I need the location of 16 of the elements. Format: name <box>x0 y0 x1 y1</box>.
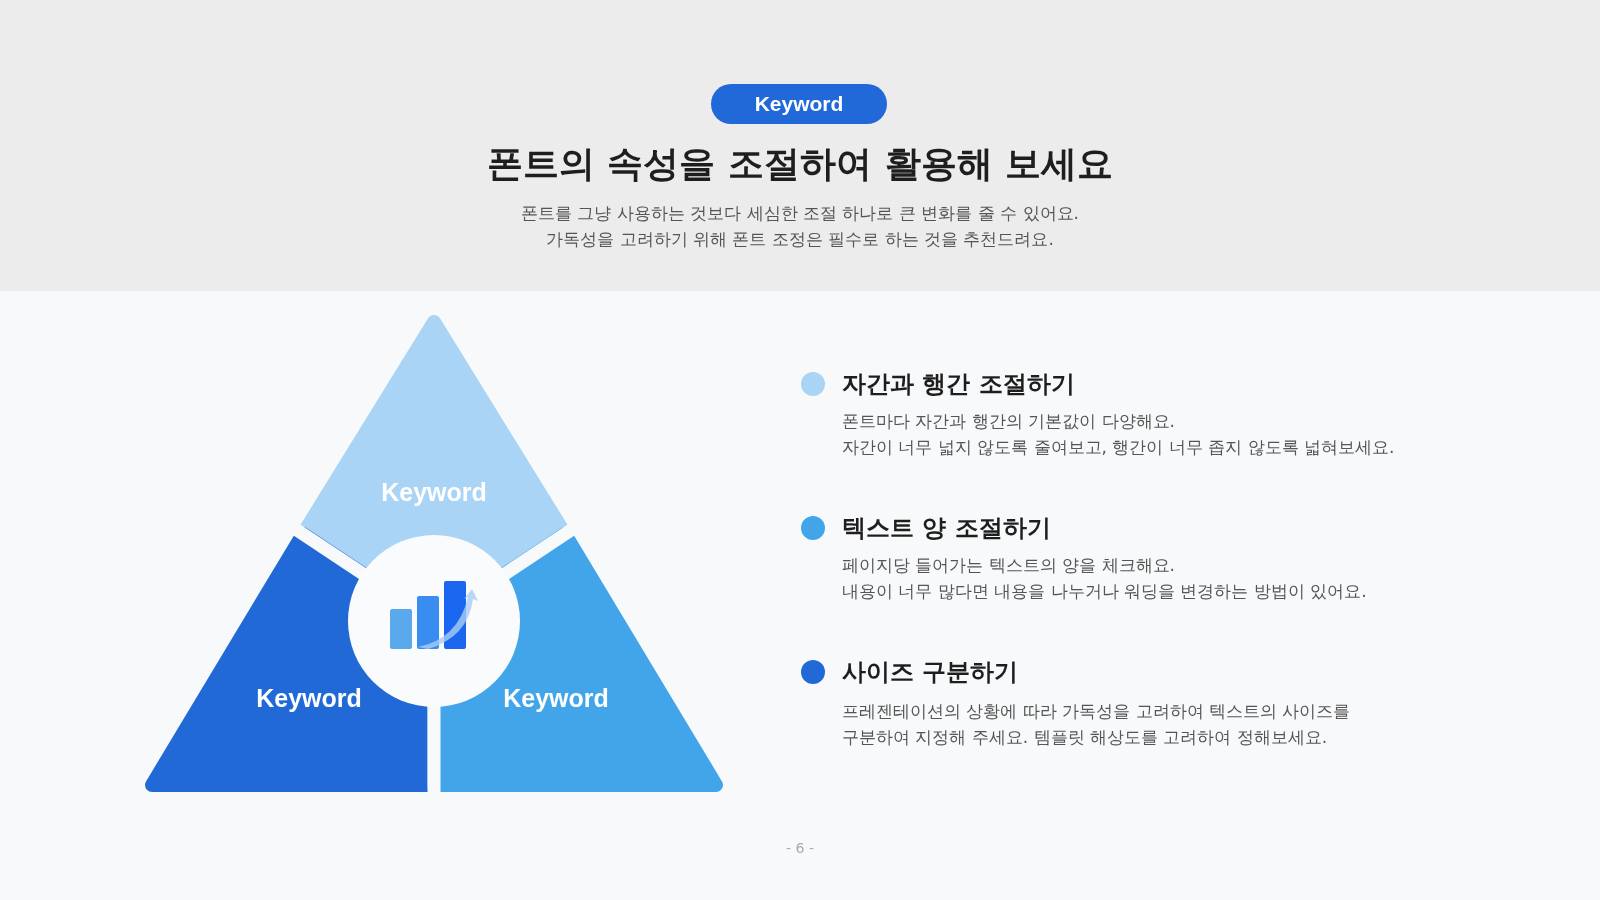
title: 폰트의 속성을 조절하여 활용해 보세요 <box>485 142 1115 186</box>
segment-label: Keyword <box>502 684 610 713</box>
item-heading: 텍스트 양 조절하기 <box>842 513 1051 544</box>
segment-label: Keyword <box>380 478 488 507</box>
subtitle-line: 폰트를 그냥 사용하는 것보다 세심한 조절 하나로 큰 변화를 줄 수 있어요. <box>520 202 1080 225</box>
item-description: 자간이 너무 넓지 않도록 줄여보고, 행간이 너무 좁지 않도록 넓혀보세요. <box>842 436 1395 459</box>
subtitle-line: 가독성을 고려하기 위해 폰트 조정은 필수로 하는 것을 추천드려요. <box>545 228 1055 251</box>
item-description: 페이지당 들어가는 텍스트의 양을 체크해요. <box>842 554 1176 577</box>
item-heading: 자간과 행간 조절하기 <box>842 369 1075 400</box>
page-number: - 6 - <box>785 840 815 856</box>
item-description: 프레젠테이션의 상황에 따라 가독성을 고려하여 텍스트의 사이즈를 구분하여 지정해 주세요. 템플릿 해상도를 고려하여 정해보세요. <box>842 700 1352 749</box>
segment-label: Keyword <box>255 684 363 713</box>
item-heading: 사이즈 구분하기 <box>842 657 1019 688</box>
item-description: 내용이 너무 많다면 내용을 나누거나 워딩을 변경하는 방법이 있어요. <box>842 580 1367 603</box>
keyword-badge: Keyword <box>711 84 887 124</box>
item-description: 폰트마다 자간과 행간의 기본값이 다양해요. <box>842 410 1176 433</box>
